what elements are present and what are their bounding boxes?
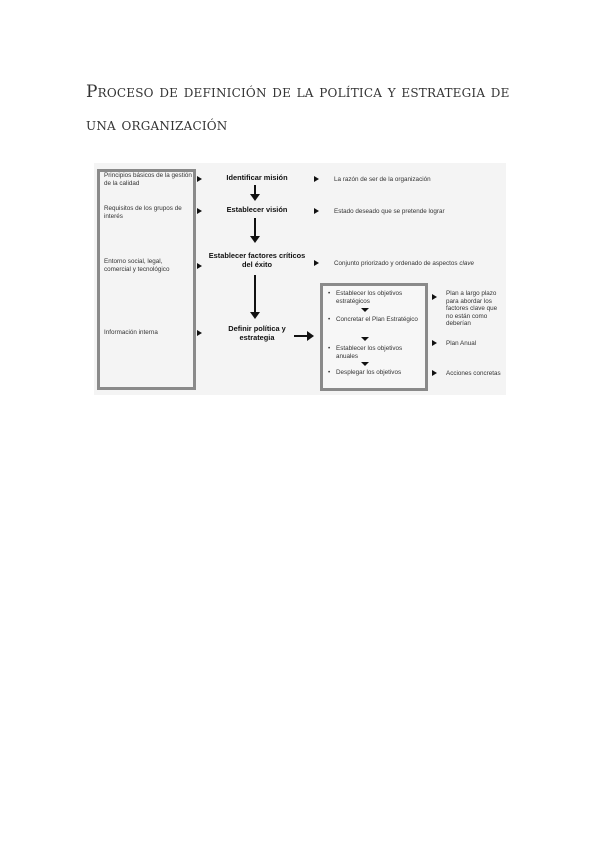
input-stakeholder-requirements: Requisitos de los grupos de interés [104, 205, 182, 220]
result-concrete-actions: Acciones concretas [446, 370, 501, 377]
result-annual-plan: Plan Anual [446, 340, 477, 347]
arrow-right-icon [432, 370, 437, 376]
arrow-down-icon [361, 362, 369, 366]
arrow-down-icon [361, 308, 369, 312]
input-internal-information: Información interna [104, 329, 158, 336]
arrow-right-icon [432, 294, 437, 300]
step-identify-mission: Identificar misión [226, 173, 288, 182]
step-define-policy-strategy: Definir política y estrategia [228, 324, 286, 342]
arrow-down-icon [250, 236, 260, 243]
arrow-right-icon [197, 208, 202, 214]
step-critical-success-factors: Establecer factores críticos del éxito [208, 251, 306, 269]
arrow-right-icon [314, 260, 319, 266]
page-title: Proceso de definición de la política y e… [86, 82, 510, 135]
arrow-down-icon [250, 194, 260, 201]
arrow-down-icon [250, 312, 260, 319]
sub-step-strategic-objectives: Establecer los objetivos estratégicos [328, 290, 420, 305]
strategy-process-diagram: Principios básicos de la gestión de la c… [94, 163, 506, 395]
arrow-down-icon [361, 337, 369, 341]
sub-step-strategic-plan: Concretar el Plan Estratégico [328, 316, 420, 324]
arrow-right-icon [197, 330, 202, 336]
input-quality-principles: Principios básicos de la gestión de la c… [104, 172, 192, 187]
arrow-right-icon [197, 176, 202, 182]
arrow-right-icon [307, 331, 314, 341]
arrow-right-icon [314, 176, 319, 182]
outcome-vision: Estado deseado que se pretende lograr [334, 208, 445, 215]
result-long-term-plan: Plan a largo plazo para abordar los fact… [446, 290, 498, 328]
sub-step-annual-objectives: Establecer los objetivos anuales [328, 345, 420, 360]
arrow-right-icon [432, 340, 437, 346]
input-environment: Entorno social, legal, comercial y tecno… [104, 258, 170, 273]
step-establish-vision: Establecer visión [226, 205, 288, 214]
arrow-right-icon [314, 208, 319, 214]
outcome-critical-factors: Conjunto priorizado y ordenado de aspect… [334, 260, 475, 267]
inputs-box [97, 169, 196, 390]
outcome-mission: La razón de ser de la organización [334, 176, 431, 183]
sub-step-deploy-objectives: Desplegar los objetivos [328, 369, 420, 377]
arrow-right-icon [197, 263, 202, 269]
